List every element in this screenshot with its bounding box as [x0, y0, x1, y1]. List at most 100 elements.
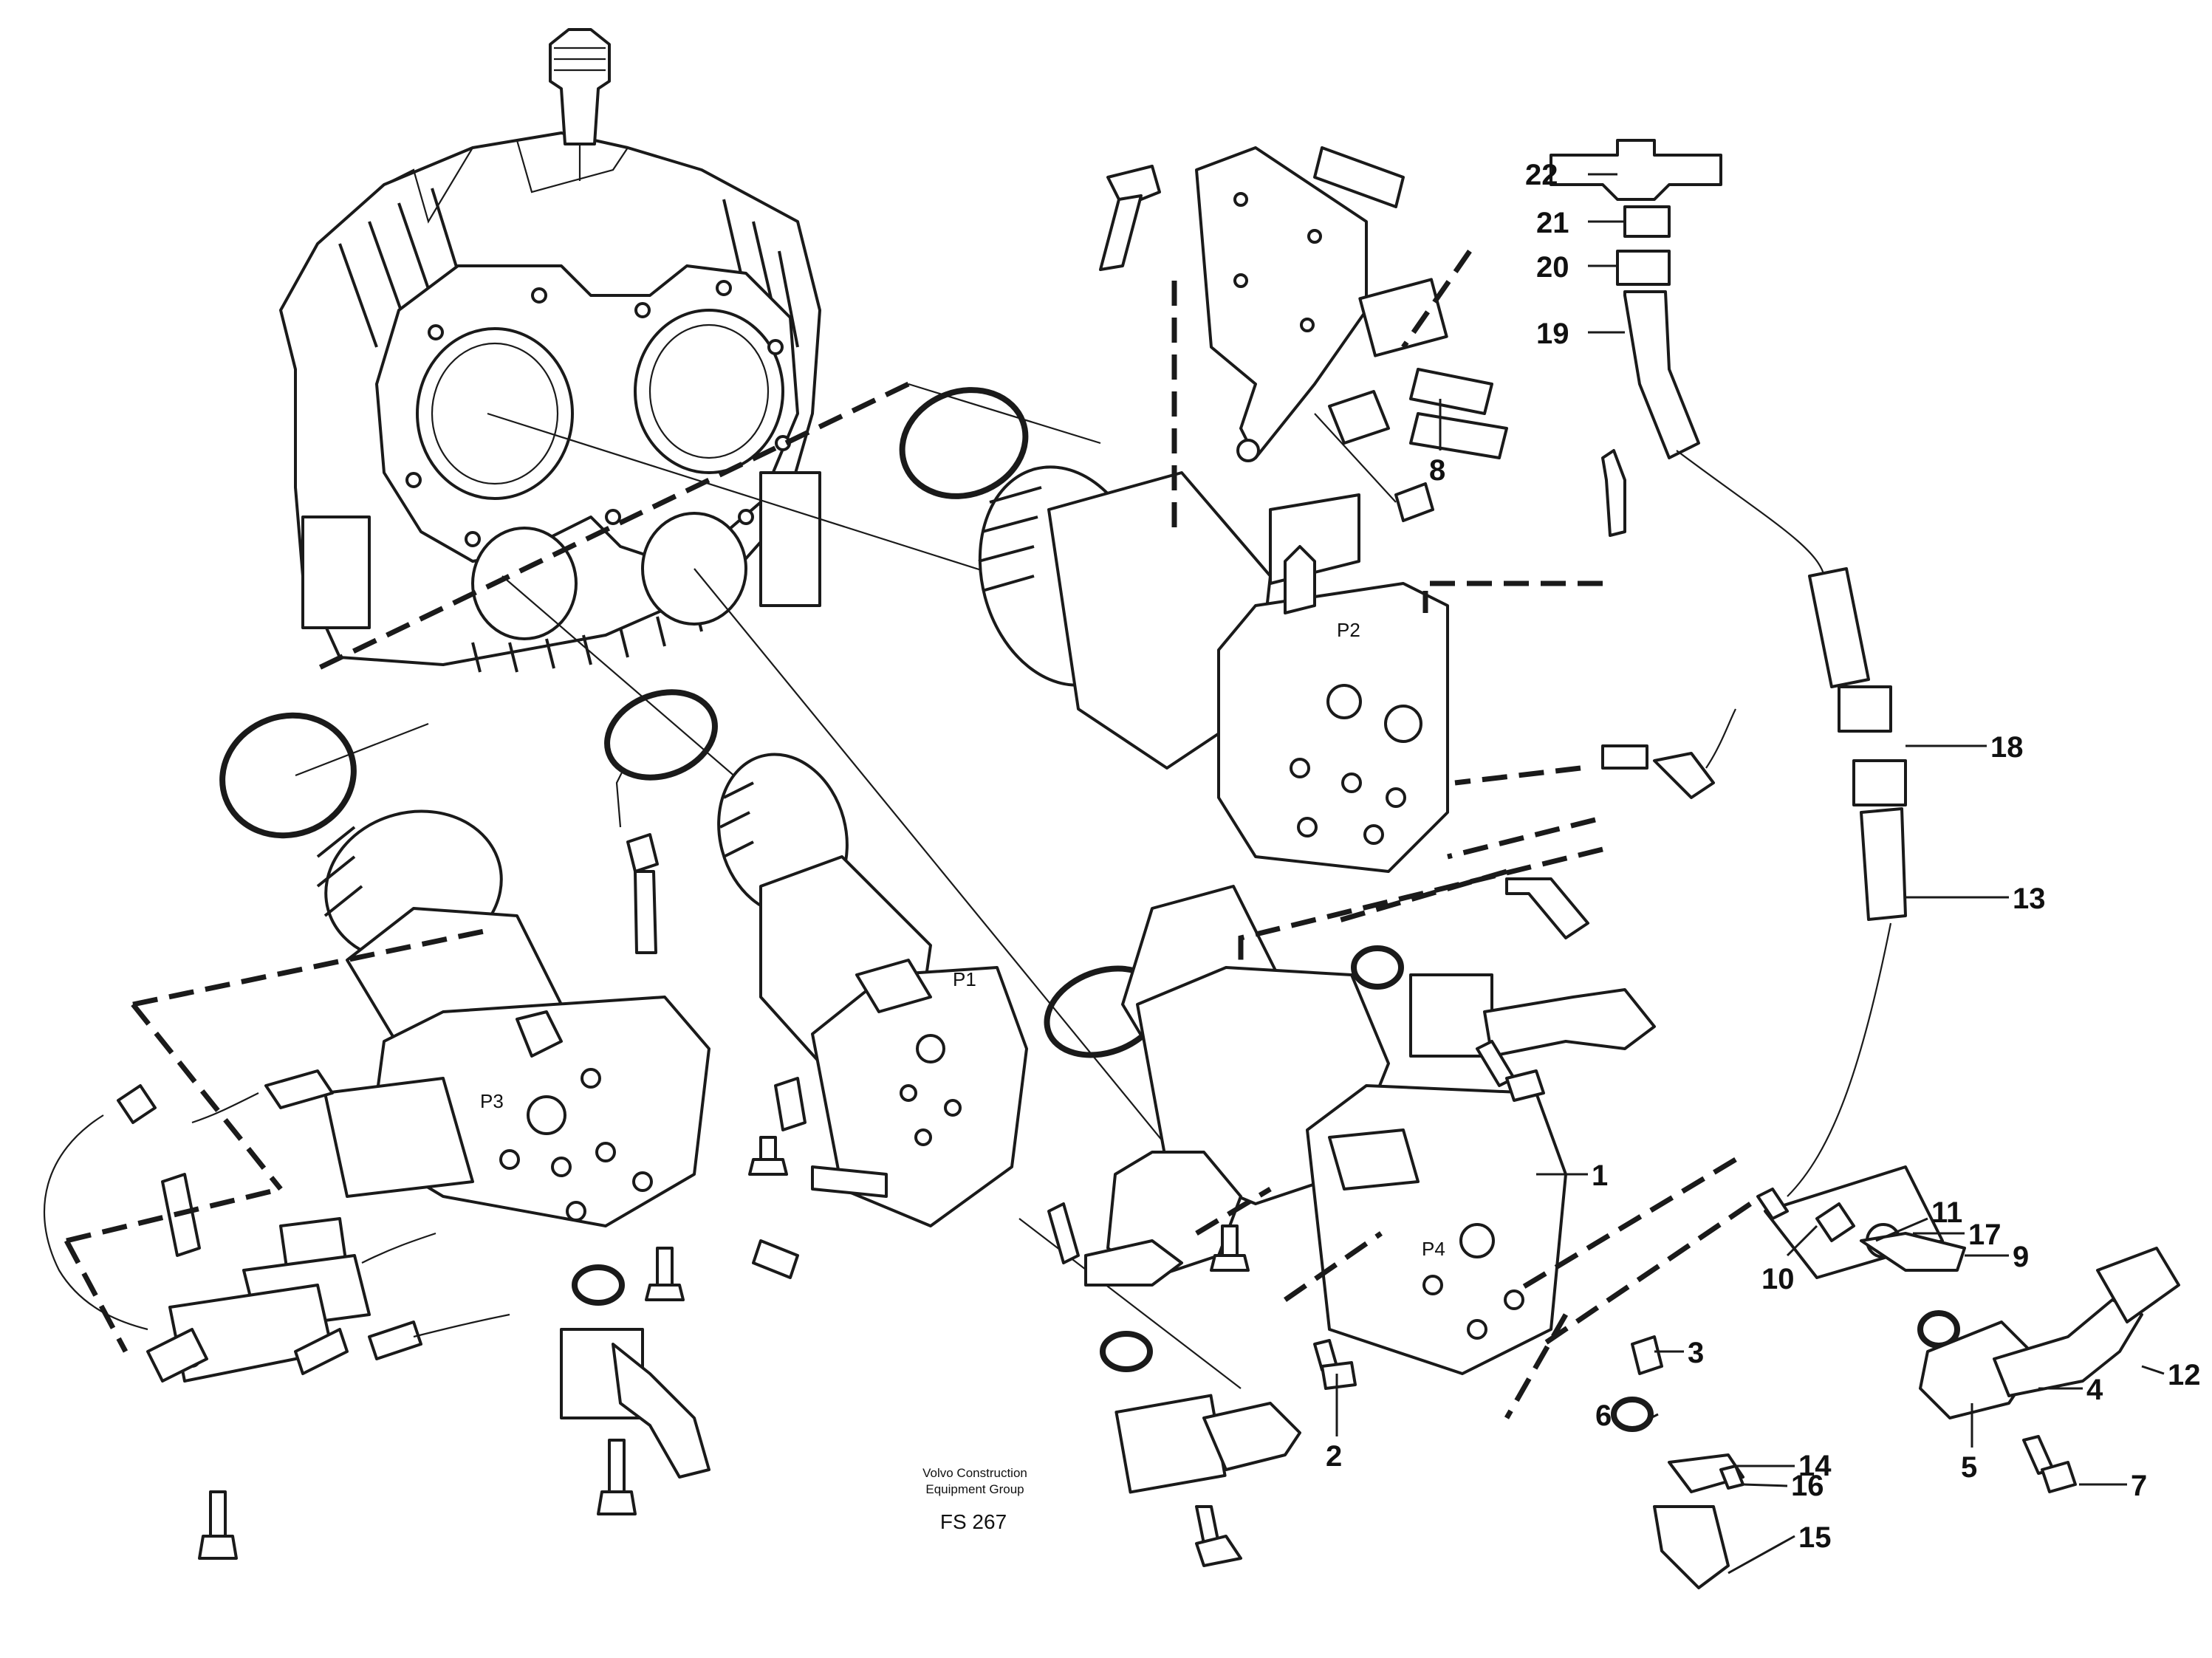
bolts	[198, 1040, 2077, 1567]
elbow-p3	[612, 1343, 710, 1479]
p1-spline-fins	[719, 781, 754, 858]
elbow-p1	[1202, 1402, 1301, 1471]
clamp-14	[1668, 1453, 1744, 1493]
fitting-mid-right	[1601, 744, 1648, 770]
callout-17: 17	[1968, 1219, 2002, 1251]
flange-p2	[1409, 973, 1493, 1058]
union-18b	[1852, 759, 1907, 806]
p2-spline-fins	[978, 486, 1042, 592]
callout-leaders	[1335, 173, 2165, 1575]
dashed-assembly-lines	[64, 250, 1752, 1419]
drawing-footer: Volvo Construction Equipment Group FS 26…	[922, 1466, 1027, 1533]
fitting-10	[1815, 1202, 1855, 1242]
callout-2: 2	[1326, 1440, 1342, 1473]
union-18a	[1838, 685, 1892, 733]
p3-test-point	[516, 1010, 563, 1058]
p3-valve-assembly	[43, 1069, 510, 1383]
p2-port-holes	[1290, 684, 1422, 845]
footer-company-line2: Equipment Group	[925, 1482, 1024, 1496]
hose-fitting-top	[1313, 146, 1405, 208]
callout-20: 20	[1536, 251, 1569, 284]
callout-19: 19	[1536, 318, 1569, 350]
fittings-and-tubes	[615, 449, 1966, 1375]
fitting-p3-top	[626, 833, 659, 873]
upper-left-bore	[416, 327, 574, 500]
lower-left-bore	[471, 527, 578, 640]
fitting-p1-side	[774, 1077, 807, 1131]
callout-7: 7	[2131, 1470, 2147, 1502]
hose-elbow-15	[1653, 1505, 1730, 1589]
p3-port-holes	[499, 1068, 653, 1222]
bolt-p1-body	[748, 1136, 788, 1176]
bolt-p1-lower	[752, 1239, 799, 1279]
o-ring-p3	[219, 712, 357, 839]
callout-22: 22	[1525, 159, 1558, 191]
pump-p4: P4	[1121, 885, 1567, 1375]
bolt-3	[1631, 1335, 1663, 1375]
tube-11-9	[1860, 1232, 1966, 1272]
callout-1: 1	[1592, 1159, 1608, 1192]
callout-labels: 1 2 3 4 5 6 7 8 9 10 11 12 13 14 15 16 1…	[1326, 159, 2201, 1554]
bolt-p2-flange	[1476, 1040, 1545, 1102]
clamp-p3	[117, 1084, 157, 1124]
hose-end-12	[2096, 1247, 2180, 1323]
pump-mark-p1: P1	[953, 968, 976, 990]
tube-p1	[1084, 1239, 1183, 1287]
hose-13-lower	[1860, 807, 1907, 921]
footer-company-line1: Volvo Construction	[922, 1466, 1027, 1480]
nut-20	[1616, 250, 1671, 286]
callout-12: 12	[2168, 1359, 2201, 1391]
callout-3: 3	[1688, 1337, 1704, 1369]
fitting-p2-lower	[1505, 877, 1589, 939]
bolt-head-p2	[1394, 482, 1434, 522]
tee-fitting-lower	[1328, 390, 1390, 445]
housing-mount-left	[301, 515, 371, 629]
callout-5: 5	[1961, 1451, 1977, 1484]
bolt-16	[1719, 1465, 1744, 1490]
o-ring-p2	[899, 387, 1029, 499]
bolt-2	[1313, 1339, 1357, 1390]
callout-14: 14	[1798, 1450, 1832, 1482]
tee-22	[1550, 139, 1722, 201]
bolt-p1-flange	[1195, 1505, 1242, 1567]
o-ring-p2-port	[1351, 945, 1404, 990]
housing-mount-right	[759, 471, 821, 607]
callout-9: 9	[2013, 1241, 2029, 1273]
o-ring-6	[1611, 1397, 1654, 1432]
hose-13-upper	[1808, 567, 1870, 688]
housing-bolt-holes	[405, 280, 791, 547]
breather-plug	[549, 28, 611, 145]
p4-port-holes	[1422, 1223, 1524, 1340]
bolt-p3-bottom	[198, 1490, 238, 1560]
callout-4: 4	[2086, 1374, 2103, 1406]
pump-p1: P1	[717, 753, 1028, 1227]
p3-spline-fins	[316, 826, 363, 917]
sensor-upper	[1601, 449, 1626, 537]
bolt-7	[2022, 1435, 2077, 1493]
fitting-p1-elbow	[811, 1165, 888, 1198]
callout-11: 11	[1931, 1196, 1962, 1229]
elbow-4	[1993, 1298, 2143, 1397]
pump-drive-housing	[279, 28, 821, 673]
callout-16: 16	[1791, 1470, 1824, 1502]
o-ring-p1	[604, 689, 718, 781]
callout-6: 6	[1595, 1400, 1612, 1432]
hose-assembly	[1550, 139, 1907, 1197]
bolt-cover	[1210, 1224, 1250, 1272]
solenoid-valve	[1358, 278, 1448, 357]
bracket-and-valve-8	[1099, 146, 1508, 522]
o-ring-p1-port	[1100, 1331, 1153, 1372]
callout-21: 21	[1536, 207, 1569, 239]
upper-right-bore	[634, 309, 784, 474]
pump-mark-p3: P3	[480, 1090, 504, 1112]
p1-port-holes	[900, 1034, 962, 1146]
bolt-p3-flange	[597, 1439, 637, 1515]
callout-18: 18	[1990, 731, 2024, 764]
callout-8: 8	[1429, 454, 1445, 487]
pump-mark-p4: P4	[1422, 1238, 1445, 1260]
fitting-21	[1623, 205, 1671, 238]
pump-p2: P2	[978, 465, 1449, 873]
o-ring-p3-port	[572, 1264, 625, 1306]
